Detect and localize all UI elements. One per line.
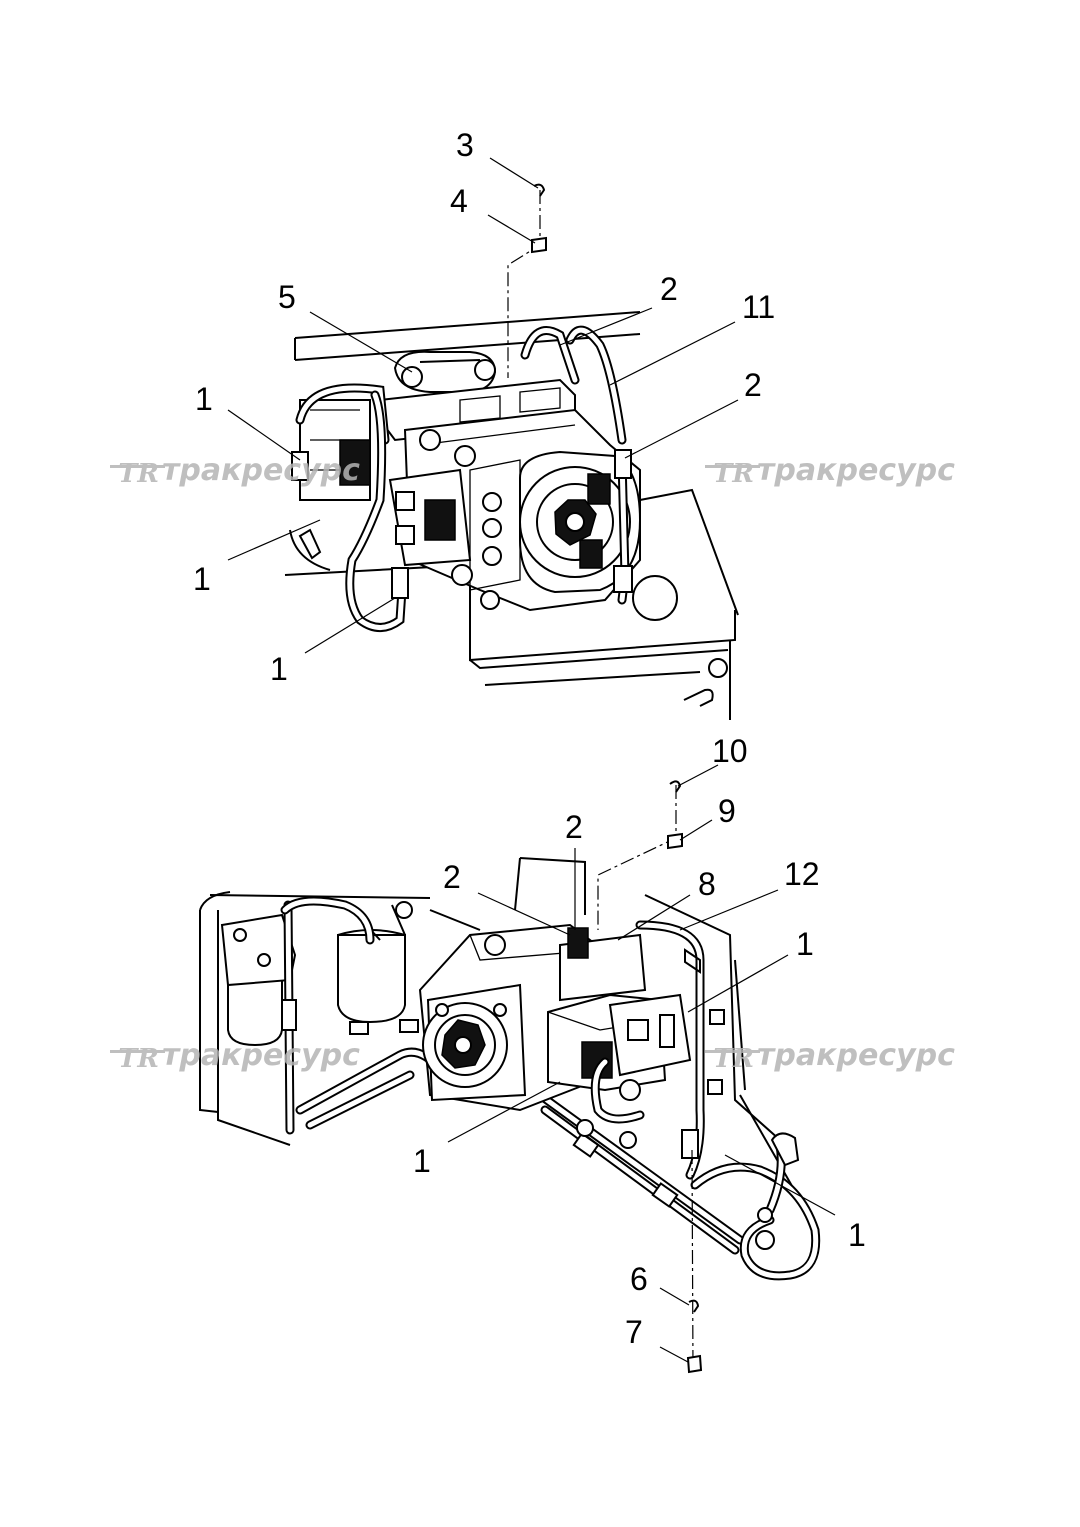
- callout-label: 3: [456, 127, 474, 163]
- watermark-lower-right: TR тракресурс: [705, 1038, 955, 1074]
- watermark-text: тракресурс: [162, 453, 360, 488]
- callout-label: 10: [712, 733, 748, 769]
- callouts-upper: 3 4 5 2 11 2 1 1 1: [193, 127, 775, 687]
- callout-label: 2: [565, 809, 583, 845]
- watermark-text: тракресурс: [757, 1038, 955, 1073]
- callout-label: 2: [660, 271, 678, 307]
- callout-label: 2: [443, 859, 461, 895]
- callout-label: 2: [744, 367, 762, 403]
- callouts-lower: 10 9 2 2 8 12 1 1 1 6 7: [413, 733, 866, 1350]
- callout-label: 9: [718, 793, 736, 829]
- callout-label: 1: [848, 1217, 866, 1253]
- upper-assembly: [284, 183, 739, 720]
- callout-label: 12: [784, 856, 820, 892]
- callout-label: 7: [625, 1314, 643, 1350]
- watermark-lower-left: TR тракресурс: [110, 1038, 360, 1074]
- lower-assembly: [199, 780, 821, 1374]
- callout-label: 8: [698, 866, 716, 902]
- watermark-text: тракресурс: [757, 453, 955, 488]
- callout-label: 11: [742, 289, 775, 325]
- watermark-logo: TR: [713, 459, 754, 489]
- callout-label: 1: [413, 1143, 431, 1179]
- callout-label: 4: [450, 183, 468, 219]
- watermark-logo: TR: [713, 1044, 754, 1074]
- callout-label: 1: [796, 926, 814, 962]
- leader-lines: [227, 157, 836, 1363]
- watermark-text: тракресурс: [162, 1038, 360, 1073]
- callout-label: 6: [630, 1261, 648, 1297]
- callout-label: 1: [195, 381, 213, 417]
- callout-label: 1: [270, 651, 288, 687]
- watermark-logo: TR: [118, 1044, 159, 1074]
- callout-label: 1: [193, 561, 211, 597]
- callout-label: 5: [278, 279, 296, 315]
- watermark-upper-right: TR тракресурс: [705, 453, 955, 489]
- watermark-upper-left: TR тракресурс: [110, 453, 360, 489]
- watermark-logo: TR: [118, 459, 159, 489]
